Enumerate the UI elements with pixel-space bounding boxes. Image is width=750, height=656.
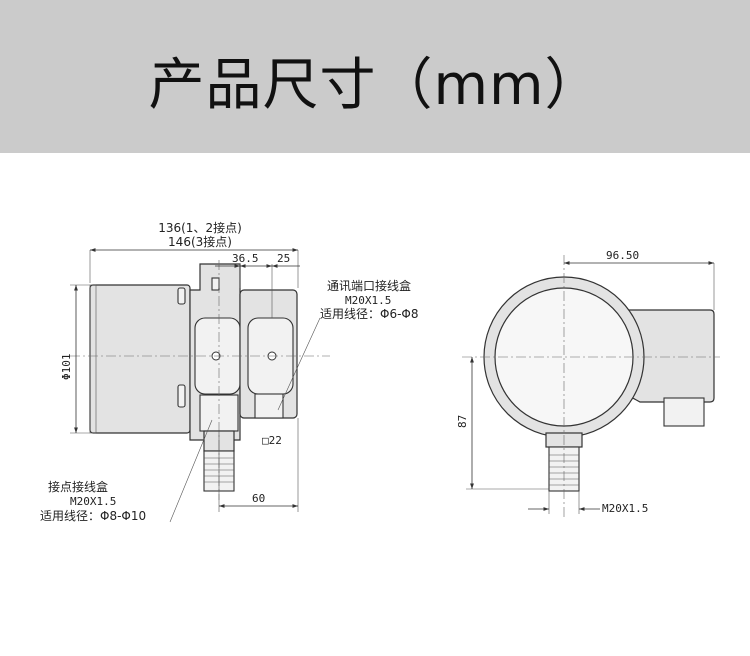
dim-96-50: 96.50 [606, 249, 639, 262]
comm-box-cable: 适用线径：Φ6-Φ8 [320, 307, 419, 321]
comm-box-title: 通讯端口接线盒 [327, 278, 411, 293]
dim-60: 60 [252, 492, 265, 505]
dim-diameter-101: Φ101 [60, 354, 73, 381]
contact-box-title: 接点接线盒 [48, 479, 108, 494]
contact-box-cable: 适用线径：Φ8-Φ10 [40, 509, 146, 523]
front-thread-label: M20X1.5 [602, 502, 648, 515]
overall-length-label-2: 146(3接点) [168, 234, 232, 249]
dim-87: 87 [456, 415, 469, 428]
page-title: 产品尺寸（mm） [148, 53, 602, 118]
contact-box-thread: M20X1.5 [70, 495, 116, 508]
dial-housing [89, 284, 191, 434]
overall-length-label-1: 136(1、2接点) [158, 220, 242, 235]
side-view: 136(1、2接点) 146(3接点) 36.5 25 Φ101 □22 60 [40, 220, 419, 523]
front-view: 96.50 87 M20X1.5 [456, 249, 720, 520]
dim-square-22: □22 [262, 434, 282, 447]
comm-box-thread: M20X1.5 [345, 294, 391, 307]
dim-25: 25 [277, 252, 290, 265]
header-banner [0, 0, 750, 153]
dim-36-5: 36.5 [232, 252, 259, 265]
